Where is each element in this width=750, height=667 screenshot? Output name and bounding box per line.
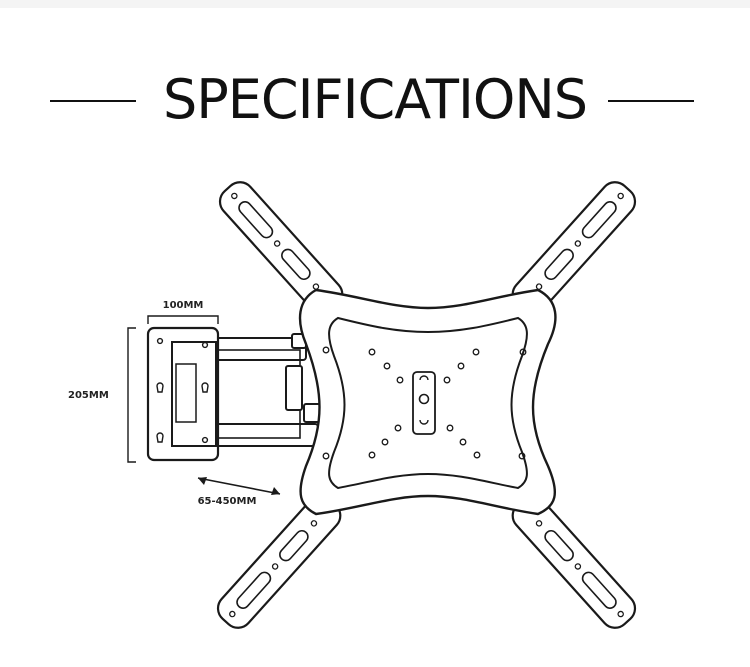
extension-arm xyxy=(205,333,325,447)
extension-label: 65-450MM xyxy=(198,496,257,507)
page-title: SPECIFICATIONS xyxy=(162,68,588,131)
wall-plate xyxy=(146,326,220,462)
center-plate xyxy=(298,288,557,516)
top-band xyxy=(0,0,750,8)
dimension-extension: 65-450MM xyxy=(198,477,281,507)
header-rule-right xyxy=(608,100,694,102)
width-label: 100MM xyxy=(163,300,204,311)
section-header: SPECIFICATIONS xyxy=(0,62,750,142)
header-rule-left xyxy=(50,100,136,102)
dimension-width: 100MM xyxy=(147,300,219,324)
dimension-height: 205MM xyxy=(68,327,136,463)
height-label: 205MM xyxy=(68,390,109,401)
